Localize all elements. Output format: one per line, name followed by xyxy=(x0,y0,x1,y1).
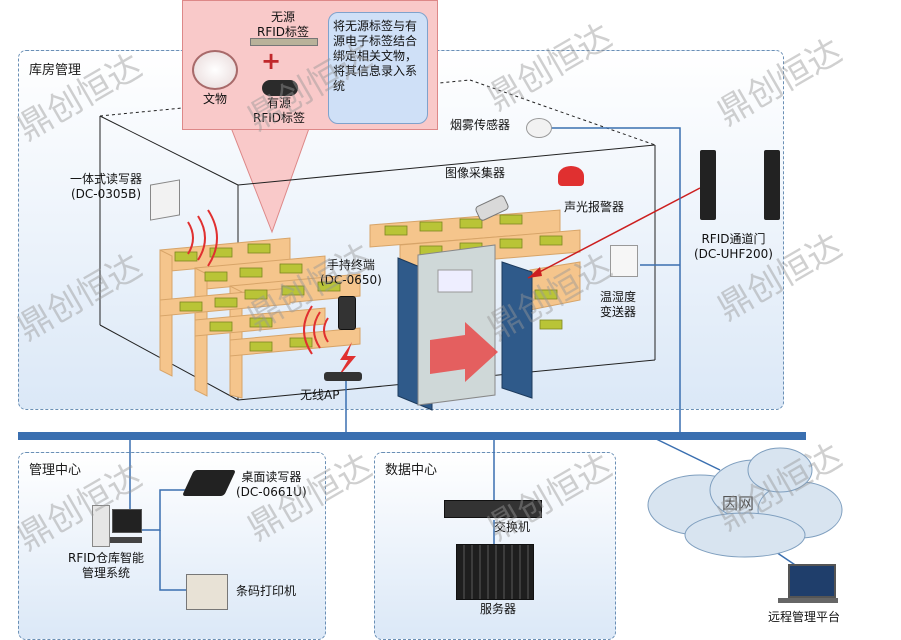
server-icon xyxy=(456,544,534,600)
plus-sign: + xyxy=(260,47,282,75)
datacenter-zone-title: 数据中心 xyxy=(385,463,438,478)
management-zone: 管理中心 xyxy=(18,452,326,640)
rfid-gate-left-icon xyxy=(700,150,716,220)
remote-platform-icon xyxy=(778,564,848,604)
passive-tag-label: 无源 RFID标签 xyxy=(256,10,310,39)
rfid-gate-label: RFID通道门 (DC-UHF200) xyxy=(694,232,773,261)
network-bus xyxy=(18,432,806,440)
barcode-printer-label: 条码打印机 xyxy=(236,584,297,598)
rfid-gate-right-icon xyxy=(764,150,780,220)
callout-pointer xyxy=(227,119,313,234)
temp-humidity-label: 温湿度 变送器 xyxy=(600,290,637,319)
camera-label: 图像采集器 xyxy=(445,166,506,180)
active-tag-icon xyxy=(262,80,298,96)
rfid-system-label: RFID仓库智能 管理系统 xyxy=(68,551,145,580)
integrated-reader-label: 一体式读写器 (DC-0305B) xyxy=(70,172,143,201)
callout-note: 将无源标签与有源电子标签结合绑定相关文物，将其信息录入系统 xyxy=(328,12,428,124)
rf-waves-handheld xyxy=(303,305,329,355)
desktop-reader-label: 桌面读写器 (DC-0661U) xyxy=(236,470,307,499)
handheld-label: 手持终端 (DC-0650) xyxy=(320,258,382,287)
integrated-reader-icon xyxy=(150,179,180,221)
door-gate xyxy=(397,244,533,411)
network-links xyxy=(129,127,811,591)
wireless-ap-label: 无线AP xyxy=(300,388,340,402)
server-label: 服务器 xyxy=(480,602,517,616)
workstation-icon xyxy=(92,505,142,547)
temp-humidity-icon xyxy=(610,245,638,277)
relic-label: 文物 xyxy=(202,92,227,106)
rf-waves-reader xyxy=(187,209,218,267)
management-zone-title: 管理中心 xyxy=(29,463,82,478)
smoke-sensor-label: 烟雾传感器 xyxy=(450,118,511,132)
gate-signal-line xyxy=(527,187,701,279)
internet-label: 因网 xyxy=(722,494,755,513)
active-tag-label: 有源 RFID标签 xyxy=(252,96,306,125)
alarm-icon xyxy=(558,166,584,186)
passive-tag-icon xyxy=(250,38,318,46)
internet-cloud xyxy=(647,447,843,558)
barcode-printer-icon xyxy=(186,574,228,610)
storage-boxes xyxy=(174,214,563,352)
smoke-sensor-icon xyxy=(526,118,552,138)
alarm-label: 声光报警器 xyxy=(564,200,625,214)
switch-icon xyxy=(444,500,542,518)
handheld-icon xyxy=(338,296,356,330)
warehouse-zone-title: 库房管理 xyxy=(29,63,82,78)
remote-platform-label: 远程管理平台 xyxy=(768,610,841,624)
wireless-ap-icon xyxy=(324,372,362,381)
relic-icon xyxy=(192,50,238,90)
switch-label: 交换机 xyxy=(494,520,531,534)
